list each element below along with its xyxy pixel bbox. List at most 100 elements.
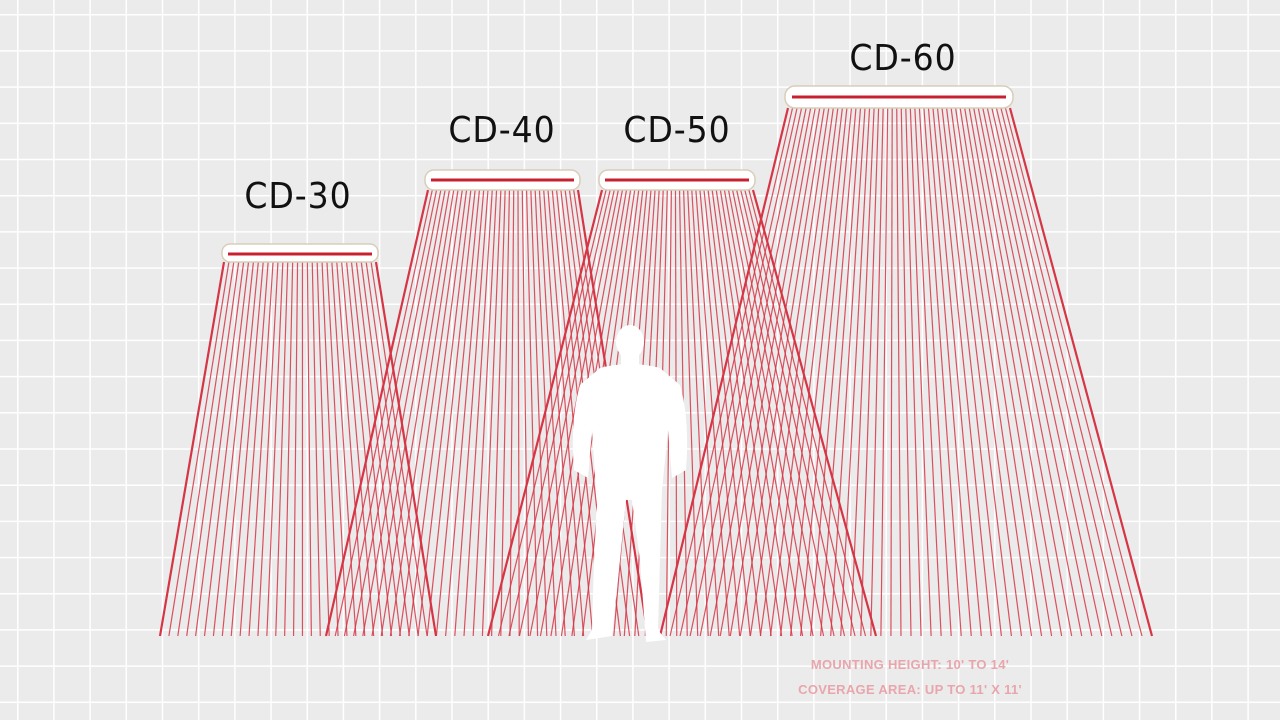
heat-beam-line <box>334 189 433 637</box>
heat-beam-line <box>408 189 468 637</box>
heat-beam-line <box>799 107 853 637</box>
heat-beam-line <box>345 261 384 637</box>
heat-beam-line <box>820 107 862 637</box>
heat-beam-line <box>950 107 1023 637</box>
heat-beam-line <box>445 189 485 637</box>
heat-beam-line <box>500 189 511 637</box>
heat-beam-line <box>324 189 430 637</box>
heat-beam-line <box>350 261 393 637</box>
heat-beam-line <box>810 107 857 637</box>
heat-beam-line <box>371 189 451 637</box>
heat-beam-line <box>203 261 250 637</box>
heat-beam-line <box>905 107 922 637</box>
heat-beam-line <box>936 107 992 637</box>
heat-beam-line <box>732 189 825 637</box>
heat-beam-line <box>195 261 245 637</box>
heat-beam-line <box>497 189 607 637</box>
heat-beam-line <box>230 261 264 637</box>
heat-beam-line <box>968 107 1063 637</box>
heat-beam-line <box>909 107 932 637</box>
model-label-cd-50: CD-50 <box>623 110 731 151</box>
heat-beam-line <box>486 189 604 637</box>
heat-beam-line <box>374 261 438 637</box>
heat-beam-line <box>789 107 848 637</box>
heat-beam-line <box>491 189 506 637</box>
heat-beam-line <box>932 107 982 637</box>
heat-beam-line <box>840 107 871 637</box>
heat-beam-line <box>517 189 520 637</box>
heat-beam-line <box>177 261 235 637</box>
heat-beam-line <box>977 107 1083 637</box>
heat-beam-line <box>380 189 455 637</box>
heat-beam-line <box>463 189 493 637</box>
beam-group-cd-60 <box>658 107 1154 637</box>
heat-beam-line <box>221 261 259 637</box>
heat-beam-line <box>973 107 1073 637</box>
heat-beam-line <box>923 107 962 637</box>
heat-beam-line <box>326 261 348 637</box>
heat-beam-line <box>683 189 699 637</box>
model-label-cd-40: CD-40 <box>448 110 556 151</box>
heat-beam-line <box>779 107 843 637</box>
heat-beam-line <box>266 261 284 637</box>
heat-beam-line <box>719 107 816 637</box>
heat-beam-line <box>1000 107 1133 637</box>
heat-beam-line <box>275 261 289 637</box>
heat-beam-line <box>860 107 880 637</box>
heat-beam-line <box>982 107 1093 637</box>
heat-beam-line <box>729 107 821 637</box>
heat-beam-line <box>687 189 709 637</box>
heat-beam-line <box>918 107 952 637</box>
heat-beam-line <box>212 261 255 637</box>
heater-cd-50 <box>598 169 756 191</box>
heat-beam-line <box>709 107 812 637</box>
heat-beam-line <box>850 107 875 637</box>
heat-beam-line <box>759 107 834 637</box>
heat-beam-line <box>365 261 419 637</box>
heat-beam-line <box>186 261 240 637</box>
heat-beam-line <box>529 189 619 637</box>
heat-beam-line <box>959 107 1043 637</box>
heat-beam-line <box>316 261 330 637</box>
heat-beam-line <box>508 189 611 637</box>
heat-beam-line <box>435 189 481 637</box>
heat-beam-line <box>689 107 803 637</box>
heat-beam-line <box>472 189 498 637</box>
heat-beam-line <box>168 261 230 637</box>
beam-group-cd-30 <box>158 261 438 637</box>
heater-cd-60 <box>784 85 1014 109</box>
heat-beam-line <box>955 107 1033 637</box>
heat-beam-line <box>991 107 1113 637</box>
heater-cd-40 <box>424 169 581 191</box>
heat-beam-line <box>343 189 438 637</box>
heat-beam-line <box>509 189 515 637</box>
heat-beam-line <box>417 189 472 637</box>
heat-beam-line <box>699 189 741 637</box>
heat-beam-line <box>986 107 1103 637</box>
heat-beam-line <box>426 189 476 637</box>
heat-beam-line <box>769 107 839 637</box>
heat-beam-line <box>389 189 459 637</box>
heat-beam-line <box>669 107 794 637</box>
model-label-cd-60: CD-60 <box>849 38 957 79</box>
model-label-cd-30: CD-30 <box>244 176 352 217</box>
heat-beam-line <box>521 189 529 637</box>
heat-beam-line <box>306 261 312 637</box>
heat-beam-line <box>362 189 446 637</box>
heat-beam-line <box>525 189 539 637</box>
mounting-height-note: MOUNTING HEIGHT: 10' TO 14' <box>810 657 1010 672</box>
heat-beam-line <box>292 261 299 637</box>
heat-beam-line <box>870 107 884 637</box>
heat-beam-line <box>880 107 889 637</box>
heat-beam-line <box>749 107 830 637</box>
heat-beam-line <box>547 189 585 637</box>
heat-beam-line <box>699 107 807 637</box>
heat-beam-line <box>399 189 463 637</box>
heat-beam-line <box>744 189 856 637</box>
heat-beam-line <box>739 107 825 637</box>
heat-beam-line <box>1004 107 1143 637</box>
heat-beam-line <box>945 107 1013 637</box>
heat-beam-line <box>927 107 972 637</box>
heat-beam-line <box>355 261 401 637</box>
heat-beam-line <box>679 107 798 637</box>
